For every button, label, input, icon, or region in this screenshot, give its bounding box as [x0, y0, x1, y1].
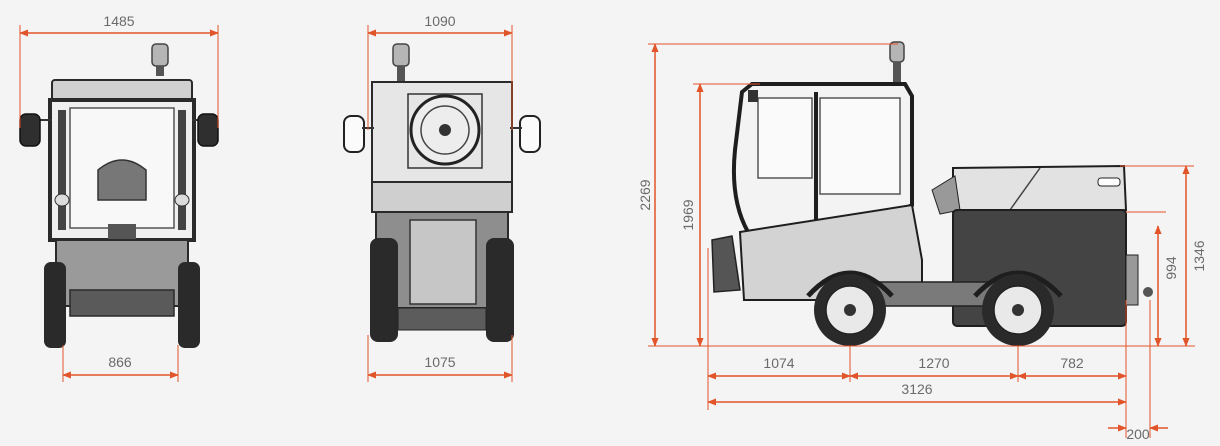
- side-vehicle-illustration: [711, 41, 1153, 346]
- front-vehicle-illustration: [19, 43, 219, 348]
- wheelbase-label: 1270: [918, 355, 949, 371]
- hitch-offset-label: 200: [1126, 426, 1150, 441]
- rear-overhang-label: 782: [1060, 355, 1084, 371]
- rear-vehicle-illustration: [343, 43, 541, 342]
- height-overall-label: 2269: [637, 179, 653, 210]
- height-rear-label: 1346: [1191, 240, 1207, 271]
- rear-width-bottom-label: 1075: [424, 354, 455, 370]
- height-cab-label: 1969: [680, 199, 696, 230]
- side-view: 2269 1969 1346 994 1074 1270 782 3126: [637, 41, 1207, 442]
- rear-view: 1090 1075: [343, 13, 541, 382]
- front-track-label: 866: [108, 354, 132, 370]
- height-hitch-label: 994: [1163, 256, 1179, 280]
- rear-width-top-label: 1090: [424, 13, 455, 29]
- front-overhang-label: 1074: [763, 355, 794, 371]
- length-label: 3126: [901, 381, 932, 397]
- front-width-label: 1485: [103, 13, 134, 29]
- front-view: 1485 866: [19, 13, 219, 382]
